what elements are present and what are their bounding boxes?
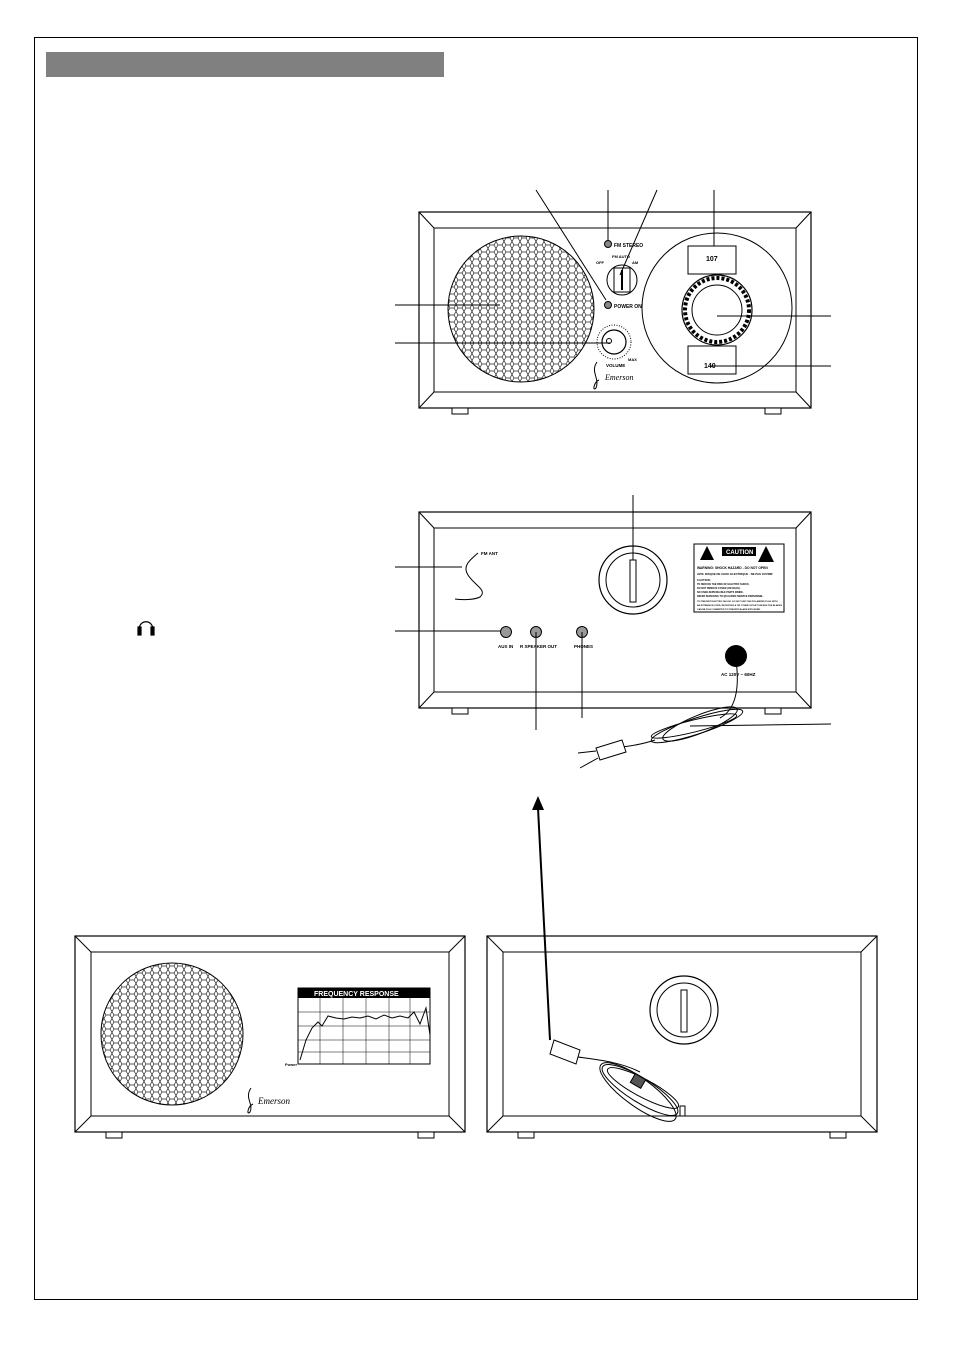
radio-back-view: FM ANT CAUTION WARNING: SHOCK HAZARD - D… xyxy=(137,495,832,769)
band-switch-label: FM AUTO xyxy=(612,254,630,259)
brand-logo: Emerson xyxy=(604,373,633,382)
speaker-grille xyxy=(100,962,244,1106)
fm-stereo-label: FM STEREO xyxy=(614,243,643,249)
caution-line: REFER SERVICING TO QUALIFIED SERVICE PER… xyxy=(697,595,764,598)
radio-front-view: FM STEREO FM AUTO OFF AM POWER ON MAX VO… xyxy=(395,189,831,415)
aux-in-jack[interactable] xyxy=(500,626,512,638)
power-cord-grommet xyxy=(725,645,747,667)
warning-line: WARNING: SHOCK HAZARD - DO NOT OPEN xyxy=(697,566,768,570)
fm-antenna-wire[interactable] xyxy=(454,552,483,601)
caution-footer-line: AN EXTENSION CORD, RECEPTACLE OR OTHER O… xyxy=(697,604,782,607)
chart-title: FREQUENCY RESPONSE xyxy=(314,991,399,998)
speaker-out-label: R SPEAKER OUT xyxy=(520,644,557,649)
fm-antenna-label: FM ANT xyxy=(481,551,498,556)
power-on-label: POWER ON xyxy=(614,304,642,310)
caution-heading: CAUTION: xyxy=(697,578,711,582)
power-rating-label: AC 120V ~ 60HZ xyxy=(721,672,756,677)
page-frame xyxy=(34,37,918,1300)
chart-axis-label: Power xyxy=(285,1062,297,1067)
power-on-indicator xyxy=(604,301,612,309)
caution-label: CAUTION WARNING: SHOCK HAZARD - DO NOT O… xyxy=(693,543,785,613)
caution-line: DO NOT REMOVE COVER (OR BACK). xyxy=(697,587,741,590)
volume-knob[interactable] xyxy=(601,329,627,355)
speaker-back-view xyxy=(486,935,878,1139)
speaker-front-view: FREQUENCY RESPONSE Power Emerson xyxy=(74,935,466,1139)
speaker-grille xyxy=(447,235,595,383)
volume-label: VOLUME xyxy=(606,363,625,368)
caution-line: TO REDUCE THE RISK OF ELECTRIC SHOCK, xyxy=(697,583,750,586)
section-header-bar xyxy=(46,52,444,77)
power-cord[interactable] xyxy=(577,659,745,769)
dial-bottom-value: 140 xyxy=(704,363,716,370)
dial-top-value: 107 xyxy=(706,256,718,263)
phones-label: PHONES xyxy=(574,644,593,649)
headphones-icon xyxy=(137,621,155,636)
volume-max-label: MAX xyxy=(628,357,637,362)
caution-line: NO USER-SERVICEABLE PARTS INSIDE. xyxy=(697,591,744,594)
caution-footer-line: CAN BE FULLY INSERTED TO PREVENT BLADE E… xyxy=(697,608,761,611)
tuning-knob[interactable] xyxy=(691,284,743,336)
speaker-cable[interactable] xyxy=(549,1039,686,1130)
fm-stereo-indicator xyxy=(604,240,612,248)
connection-arrow xyxy=(532,796,551,1041)
frequency-response-chart: FREQUENCY RESPONSE Power xyxy=(285,987,431,1067)
aux-in-label: AUX IN xyxy=(498,644,513,649)
caution-title: CAUTION xyxy=(726,550,753,556)
caution-footer-line: TO PREVENT ELECTRIC SHOCK, DO NOT USE TH… xyxy=(697,600,778,603)
band-switch-off: OFF xyxy=(596,260,605,265)
band-switch-am: AM xyxy=(632,260,639,265)
warning-line-fr: AVIS: RISQUE DE CHOC ELECTRIQUE - NE PAS… xyxy=(697,572,773,576)
speaker-brand-logo: Emerson xyxy=(257,1096,290,1106)
